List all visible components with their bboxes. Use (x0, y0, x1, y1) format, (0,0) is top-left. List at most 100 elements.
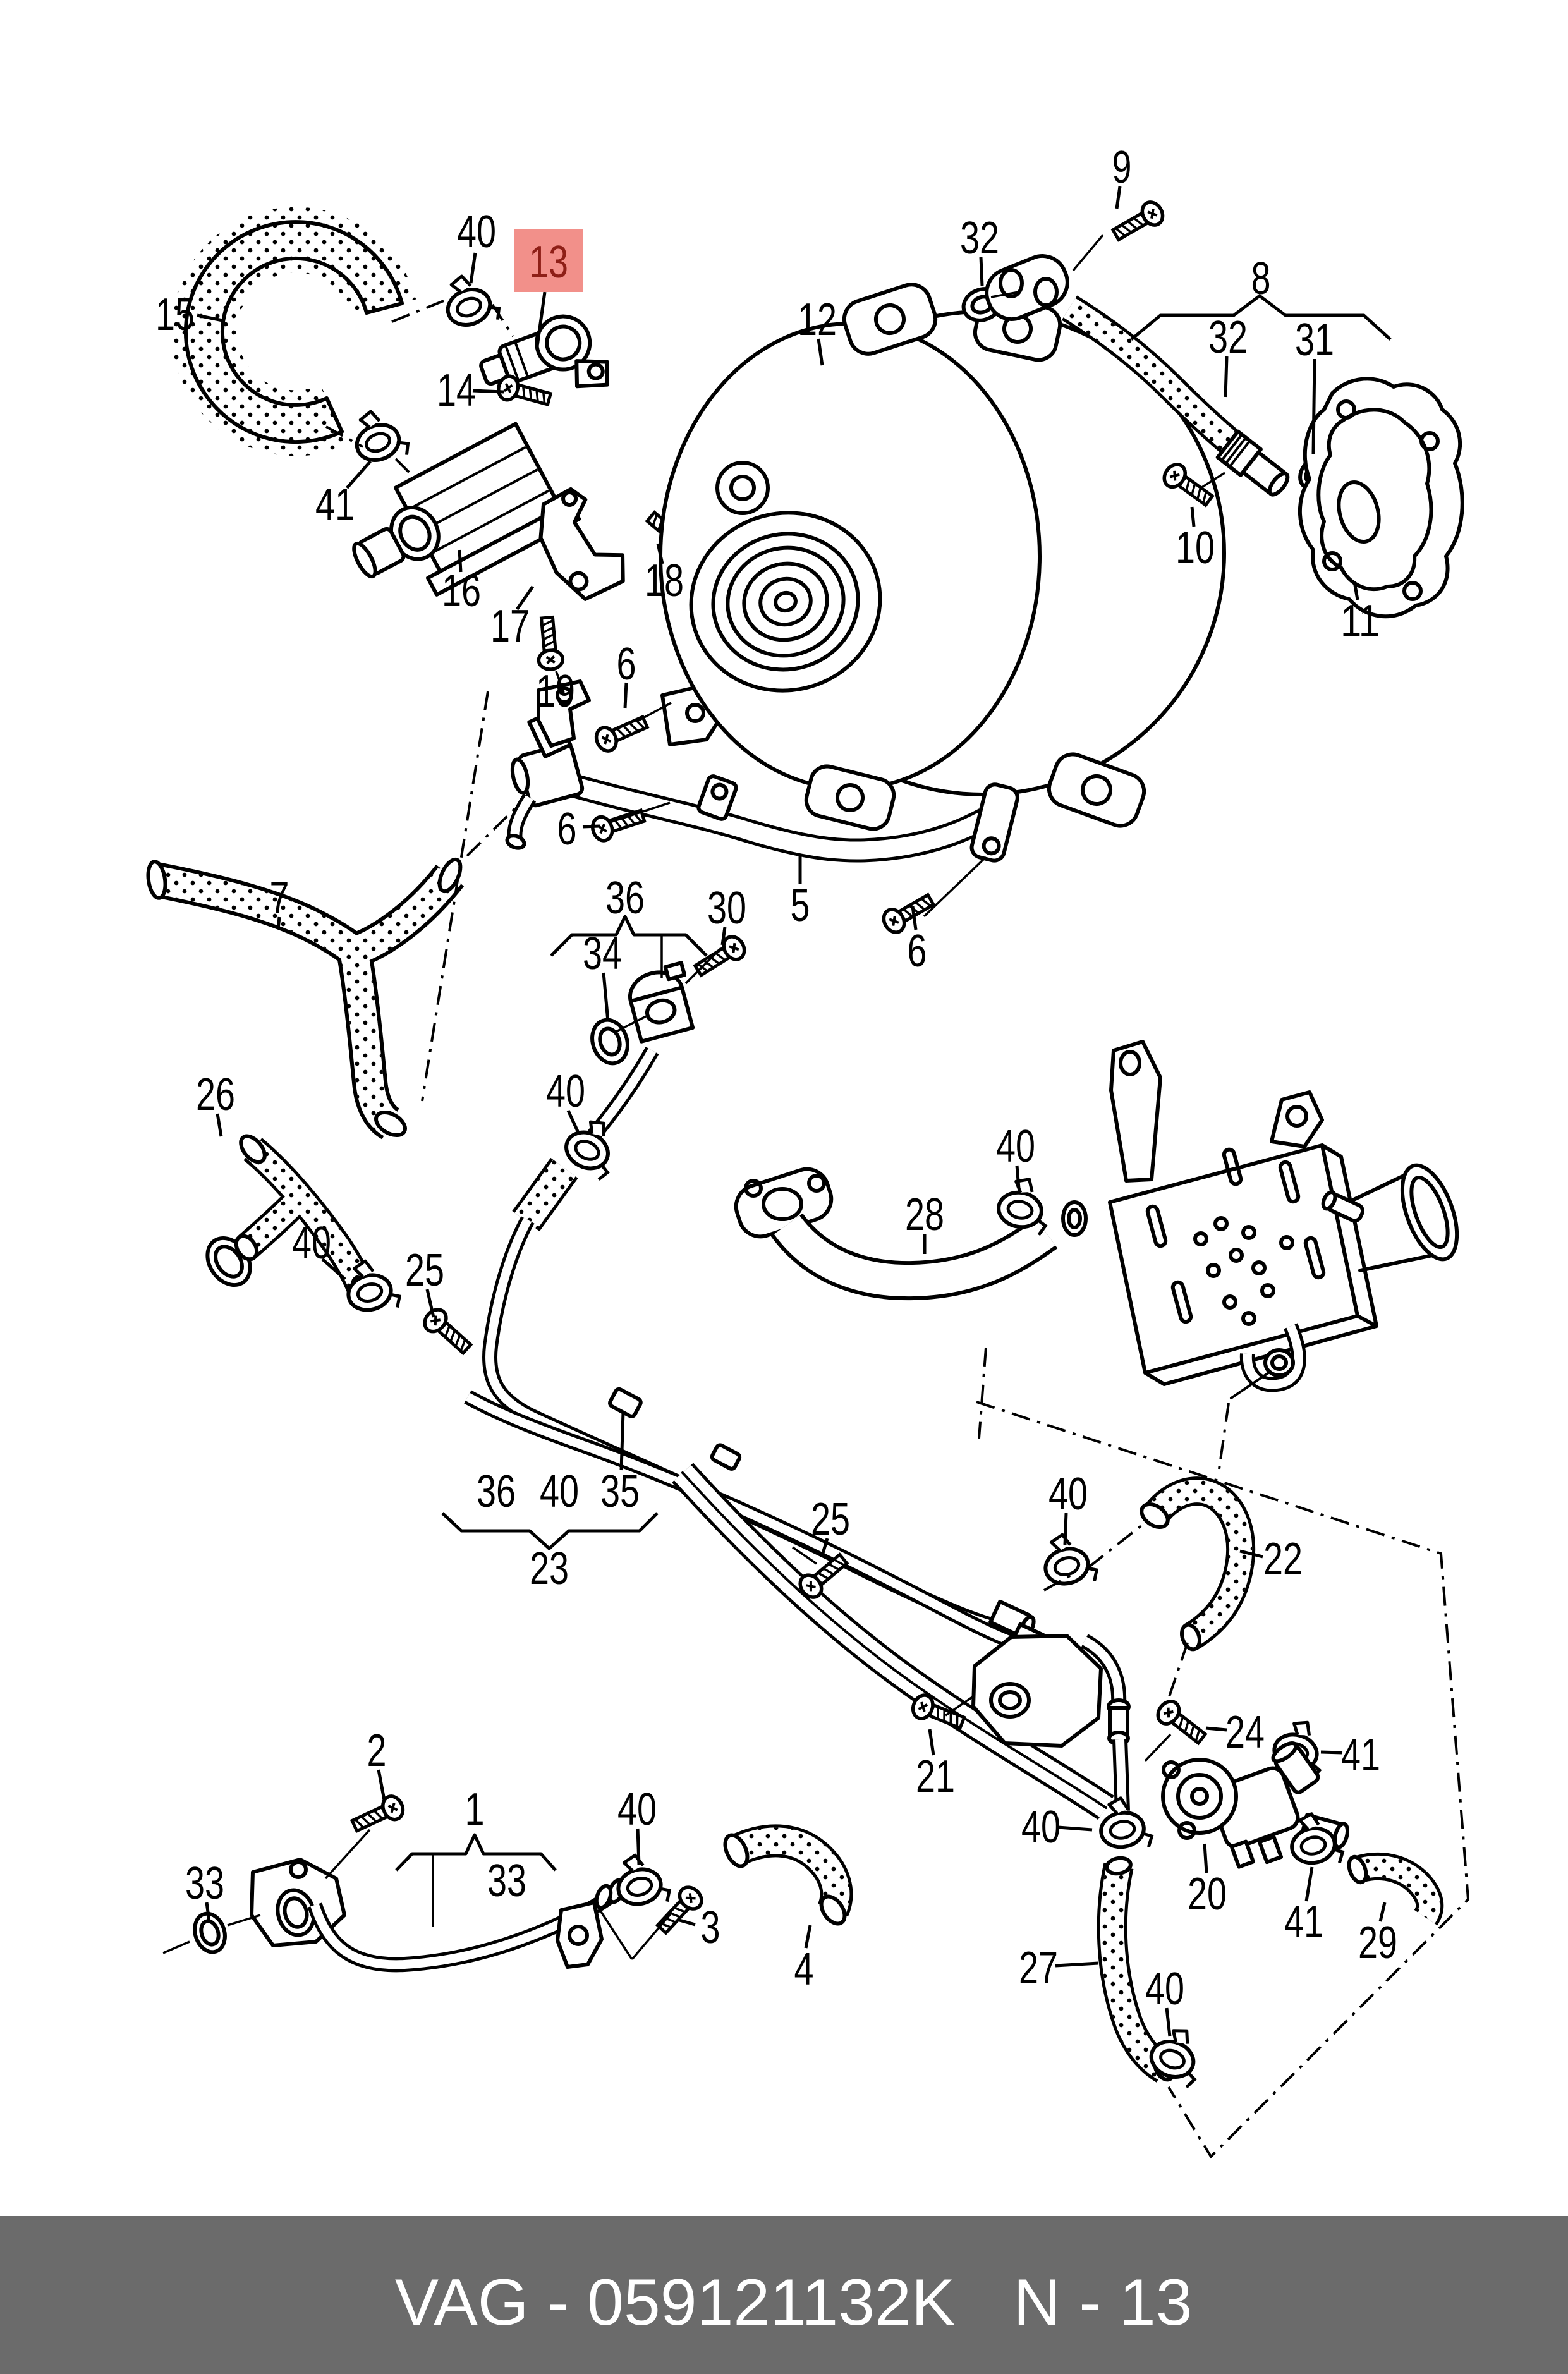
pipe-1-assembly (250, 1858, 626, 1973)
part-label-41[interactable]: 41 (1341, 1730, 1380, 1780)
hose-15 (171, 207, 416, 456)
part-number-text: 26 (196, 1069, 235, 1120)
part-label-9[interactable]: 9 (1112, 142, 1132, 193)
leader-line-26 (216, 1113, 223, 1137)
part-label-6[interactable]: 6 (617, 639, 636, 690)
part-label-36[interactable]: 36 (605, 873, 645, 923)
part-label-33[interactable]: 33 (487, 1856, 526, 1906)
part-number-text: 9 (1112, 142, 1132, 193)
dash-dot-line-7 (1087, 1523, 1144, 1569)
part-label-24[interactable]: 24 (1225, 1707, 1265, 1758)
leader-line-9 (1115, 186, 1122, 209)
part-label-27[interactable]: 27 (1019, 1943, 1058, 1994)
part-number-text: 13 (529, 237, 568, 288)
part-label-40[interactable]: 40 (546, 1066, 585, 1117)
part-label-31[interactable]: 31 (1295, 315, 1334, 365)
leader-line-20 (1203, 1843, 1208, 1873)
part-label-10[interactable]: 10 (1176, 523, 1215, 573)
group-brace-2 (441, 1512, 659, 1550)
part-label-40[interactable]: 40 (617, 1784, 657, 1835)
part-label-17[interactable]: 17 (490, 601, 530, 652)
oring-33 (193, 1911, 227, 1954)
banjo-fitting-8 (985, 254, 1069, 321)
part-label-21[interactable]: 21 (916, 1751, 955, 1802)
cover-11 (1298, 377, 1464, 619)
guide-line-18 (555, 671, 565, 693)
part-label-19[interactable]: 19 (536, 666, 575, 717)
part-label-4[interactable]: 4 (794, 1944, 814, 1995)
part-label-40[interactable]: 40 (1048, 1469, 1088, 1519)
part-number-text: 27 (1019, 1943, 1058, 1994)
leader-line-40 (566, 1109, 580, 1134)
part-number-text: 31 (1295, 315, 1334, 365)
part-label-6[interactable]: 6 (908, 926, 927, 977)
part-label-40[interactable]: 40 (292, 1218, 331, 1269)
part-label-14[interactable]: 14 (437, 365, 476, 416)
leader-line-2 (377, 1769, 386, 1801)
part-label-25[interactable]: 25 (811, 1494, 850, 1545)
part-label-40[interactable]: 40 (457, 207, 496, 257)
part-label-18[interactable]: 18 (645, 556, 684, 606)
part-label-15[interactable]: 15 (155, 289, 195, 340)
part-label-26[interactable]: 26 (196, 1069, 235, 1120)
part-label-25[interactable]: 25 (405, 1245, 444, 1296)
part-label-41[interactable]: 41 (315, 480, 355, 530)
guide-line-4 (597, 1906, 633, 1960)
part-number-text: 34 (583, 928, 622, 979)
part-number-text: 41 (1284, 1897, 1323, 1947)
part-label-23[interactable]: 23 (530, 1543, 569, 1594)
part-number-text: 6 (908, 926, 927, 977)
part-label-12[interactable]: 12 (798, 295, 837, 345)
leader-line-40 (1063, 1513, 1068, 1545)
part-number-text: 33 (185, 1858, 224, 1909)
part-label-6[interactable]: 6 (557, 804, 577, 855)
group-brace-0 (1130, 294, 1392, 341)
part-label-20[interactable]: 20 (1188, 1869, 1227, 1920)
part-label-40[interactable]: 40 (1145, 1964, 1184, 2014)
part-label-40[interactable]: 40 (540, 1466, 579, 1517)
part-label-40[interactable]: 40 (1021, 1802, 1061, 1853)
part-number-text: 41 (315, 480, 355, 530)
leader-line-3 (679, 1918, 696, 1927)
dash-dot-line-0 (421, 691, 489, 1102)
part-number-text: 32 (1208, 312, 1248, 363)
part-label-7[interactable]: 7 (270, 873, 289, 923)
part-label-2[interactable]: 2 (367, 1726, 387, 1776)
part-label-41[interactable]: 41 (1284, 1897, 1323, 1947)
part-label-32[interactable]: 32 (960, 213, 999, 264)
part-label-30[interactable]: 30 (707, 883, 746, 934)
part-number-text: 20 (1188, 1869, 1227, 1920)
part-number-text: 22 (1263, 1534, 1303, 1585)
part-label-22[interactable]: 22 (1263, 1534, 1303, 1585)
alternator-12 (659, 283, 1226, 831)
guide-line-9 (638, 702, 672, 722)
part-label-3[interactable]: 3 (701, 1902, 720, 1953)
leader-line-41 (1304, 1866, 1314, 1902)
part-label-8[interactable]: 8 (1251, 253, 1271, 304)
leader-line-21 (928, 1729, 935, 1756)
leader-line-6 (582, 824, 600, 829)
leader-line-24 (1205, 1726, 1227, 1732)
reference-dash-lines (325, 300, 1470, 2159)
part-number-text: 1 (465, 1784, 485, 1835)
part-label-28[interactable]: 28 (905, 1190, 944, 1240)
part-label-1[interactable]: 1 (465, 1784, 485, 1835)
guide-line-5 (631, 1912, 672, 1961)
leader-line-40 (1057, 1825, 1093, 1832)
part-label-29[interactable]: 29 (1358, 1918, 1397, 1968)
part-label-16[interactable]: 16 (442, 566, 481, 616)
dash-dot-line-4 (394, 458, 416, 480)
part-label-35[interactable]: 35 (600, 1466, 640, 1517)
part-label-40[interactable]: 40 (996, 1121, 1035, 1172)
part-label-34[interactable]: 34 (583, 928, 622, 979)
hose-7 (146, 857, 465, 1140)
part-label-36[interactable]: 36 (477, 1466, 516, 1517)
part-label-32[interactable]: 32 (1208, 312, 1248, 363)
part-label-11[interactable]: 11 (1340, 596, 1380, 647)
part-label-33[interactable]: 33 (185, 1858, 224, 1909)
dash-dot-line-10 (1218, 1403, 1230, 1470)
part-label-13-highlighted[interactable]: 13 (514, 229, 583, 292)
leader-line-16 (458, 549, 463, 573)
part-label-5[interactable]: 5 (791, 880, 810, 931)
